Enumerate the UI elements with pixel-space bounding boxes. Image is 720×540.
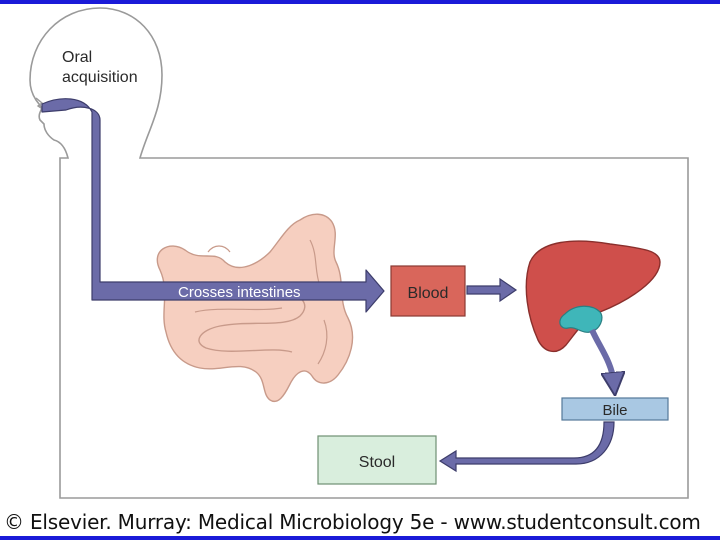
liver-icon <box>525 240 661 353</box>
crosses-intestines-label: Crosses intestines <box>178 284 301 301</box>
head-silhouette-icon <box>35 97 45 111</box>
liver-to-bile-arrow <box>589 328 614 384</box>
oral-acquisition-label-line2: acquisition <box>62 69 138 86</box>
blood-box <box>390 265 466 317</box>
body-outline <box>29 7 689 499</box>
stool-box <box>317 435 437 485</box>
blood-to-liver-arrow <box>466 277 518 303</box>
top-frame-bar <box>0 0 720 4</box>
oral-pathway-arrow <box>41 98 385 313</box>
bile-box <box>561 397 669 421</box>
bile-label: Bile <box>602 402 627 419</box>
copyright-credit: © Elsevier. Murray: Medical Microbiology… <box>4 510 701 534</box>
stool-label: Stool <box>359 454 395 471</box>
bottom-frame-bar <box>0 536 720 540</box>
oral-acquisition-label-line1: Oral <box>62 49 92 66</box>
blood-label: Blood <box>408 285 449 302</box>
bile-to-stool-arrow <box>438 421 615 473</box>
